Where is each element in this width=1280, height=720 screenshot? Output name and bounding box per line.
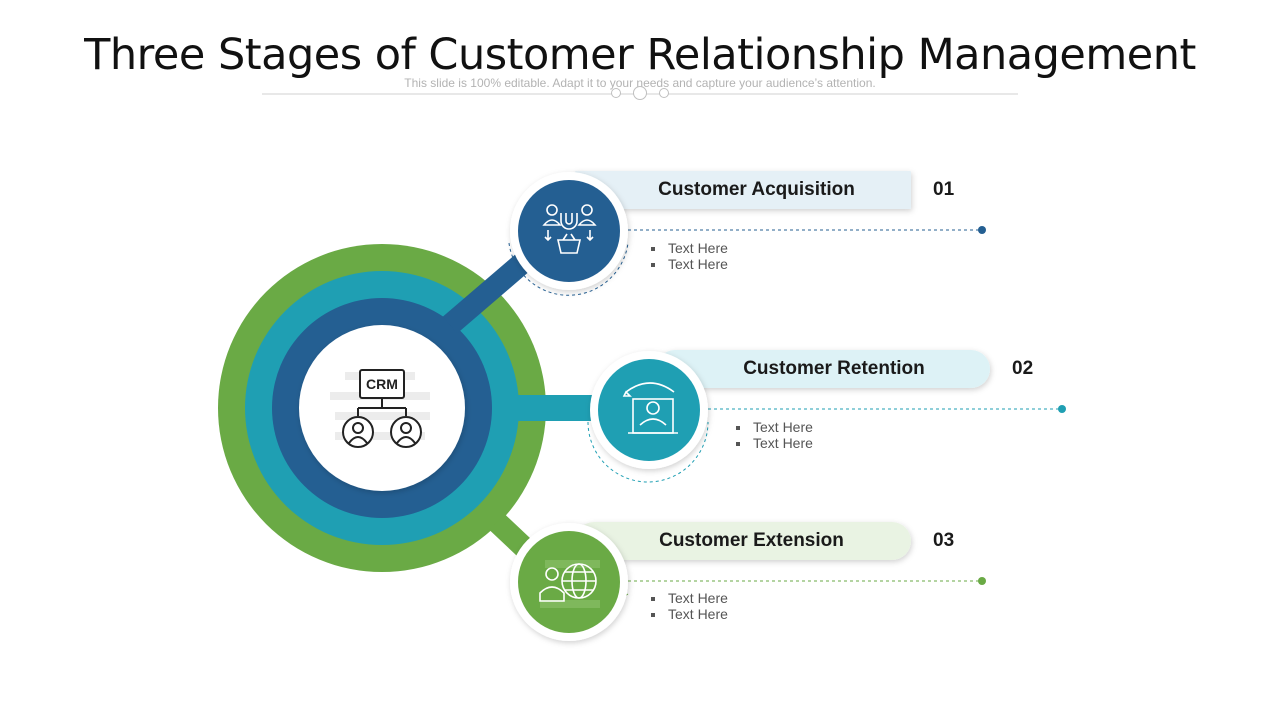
stage-extension [510, 522, 986, 641]
stage-label-bar-acquisition [575, 171, 911, 209]
stage-line-dot-retention [1058, 405, 1066, 413]
stage-acquisition [508, 171, 986, 296]
stage-retention [587, 350, 1066, 483]
crm-org-chart-icon: CRM [330, 369, 430, 448]
stage-number-retention: 02 [1012, 358, 1034, 379]
page-subtitle: This slide is 100% editable. Adapt it to… [404, 76, 876, 90]
stage-bullets-extension: Text Here Text Here [648, 590, 728, 622]
list-item: Text Here [648, 590, 728, 606]
connector-retention [515, 395, 605, 421]
stage-bullets-acquisition: Text Here Text Here [648, 240, 728, 272]
list-item: Text Here [648, 256, 728, 272]
magnet-customers-basket-icon [542, 204, 597, 254]
list-item: Text Here [648, 606, 728, 622]
stage-circle-acquisition [518, 180, 620, 282]
stage-line-dot-extension [978, 577, 986, 585]
stage-label-extension: Customer Extension [659, 530, 844, 551]
stage-number-extension: 03 [933, 530, 955, 551]
stage-circle-extension [518, 531, 620, 633]
list-item: Text Here [648, 240, 728, 256]
stage-label-bar-extension [575, 522, 911, 560]
page-title: Three Stages of Customer Relationship Ma… [84, 30, 1196, 80]
list-item: Text Here [733, 419, 813, 435]
stage-label-bar-retention [656, 350, 990, 388]
stage-bullets-retention: Text Here Text Here [733, 419, 813, 451]
stage-line-dot-acquisition [978, 226, 986, 234]
title-divider [262, 86, 1018, 100]
stage-label-acquisition: Customer Acquisition [658, 179, 855, 200]
global-customer-icon [539, 560, 600, 608]
protected-customer-icon [622, 382, 678, 434]
stage-label-retention: Customer Retention [743, 358, 925, 379]
crm-icon-text: CRM [366, 376, 398, 392]
stage-circle-retention [598, 359, 700, 461]
stage-number-acquisition: 01 [933, 179, 955, 200]
list-item: Text Here [733, 435, 813, 451]
stage-dashed-arc-acquisition [508, 242, 629, 296]
